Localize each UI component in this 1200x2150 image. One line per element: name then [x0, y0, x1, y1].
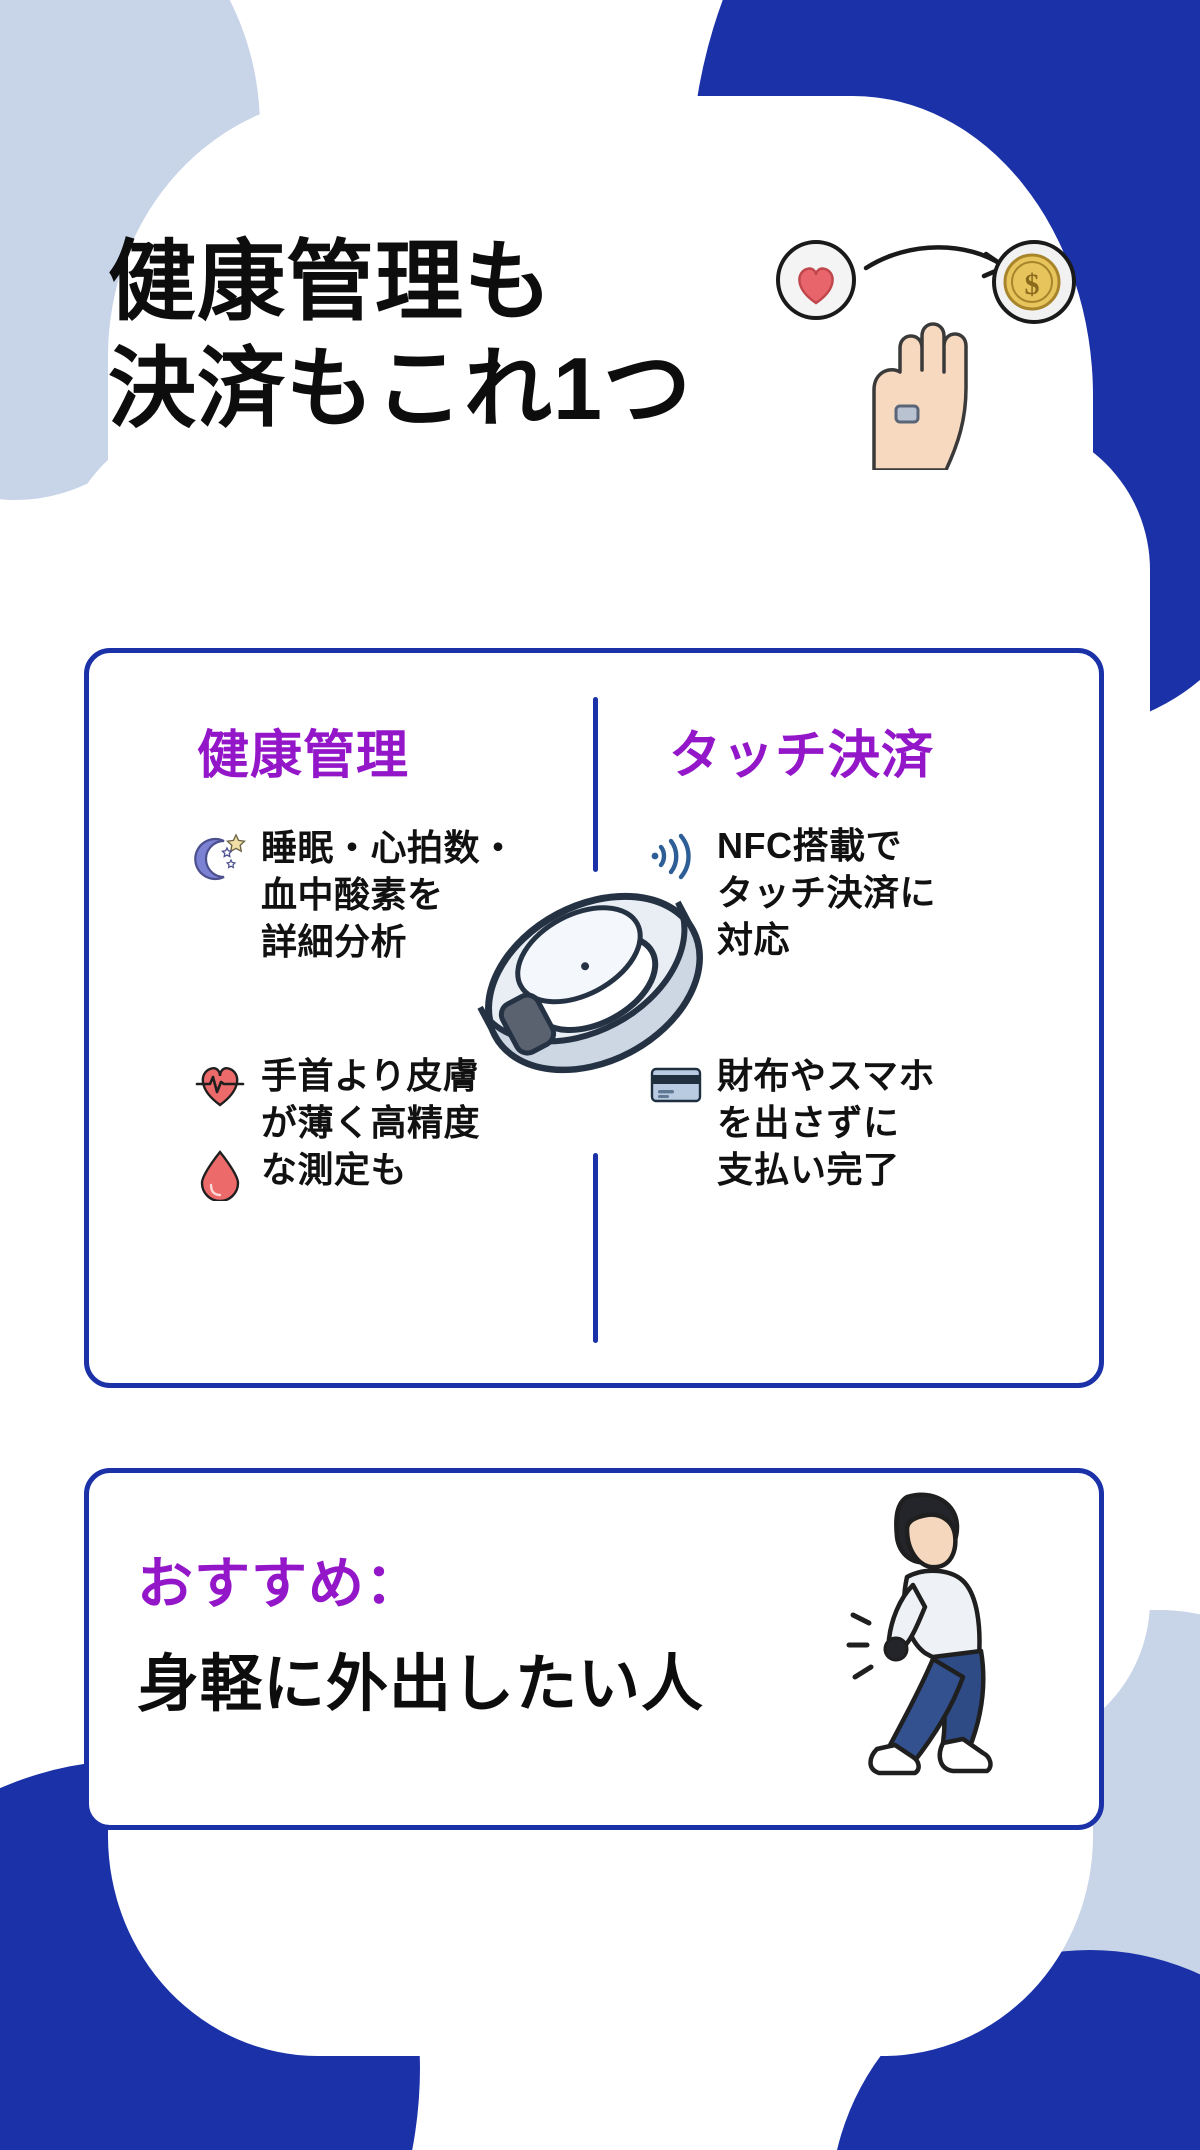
- column-divider-bottom: [593, 1153, 598, 1343]
- page-title: 健康管理も 決済もこれ1つ: [108, 228, 808, 443]
- hero-section: 健康管理も 決済もこれ1つ: [0, 228, 1200, 472]
- feature-icons-skin: [193, 1057, 247, 1201]
- column-heading-health: 健康管理: [197, 727, 410, 785]
- blood-drop-icon: [193, 1147, 247, 1201]
- hand-with-ring-icon: [872, 322, 968, 472]
- recommend-value: 身軽に外出したい人: [137, 1650, 705, 1719]
- feature-text-wallet: 財布やスマホ を出さずに 支払い完了: [717, 1055, 935, 1190]
- recommend-label: おすすめ：: [137, 1552, 422, 1615]
- crescent-moon-stars-icon: [193, 829, 247, 883]
- title-line-1: 健康管理も: [108, 232, 554, 331]
- svg-text:$: $: [1025, 268, 1040, 301]
- column-heading-payment: タッチ決済: [669, 727, 935, 785]
- walking-person-icon: [757, 1481, 1047, 1811]
- hero-illustration: $: [770, 220, 1090, 472]
- heart-in-circle-icon: [776, 240, 856, 320]
- feature-text-nfc: NFC搭載で タッチ決済に 対応: [717, 825, 937, 960]
- recommend-card: おすすめ： 身軽に外出したい人: [84, 1468, 1104, 1830]
- heart-pulse-icon: [193, 1057, 247, 1111]
- smart-ring-icon: [444, 833, 744, 1133]
- curved-arrow-icon: [863, 245, 1008, 279]
- features-card: 健康管理 タッチ決済 睡眠・心拍数・ 血中酸素を 詳細分析: [84, 648, 1104, 1388]
- title-line-2: 決済もこれ1つ: [108, 339, 692, 439]
- blob-bottom-right-two: [830, 1950, 1200, 2150]
- dollar-coin-icon: $: [992, 240, 1076, 324]
